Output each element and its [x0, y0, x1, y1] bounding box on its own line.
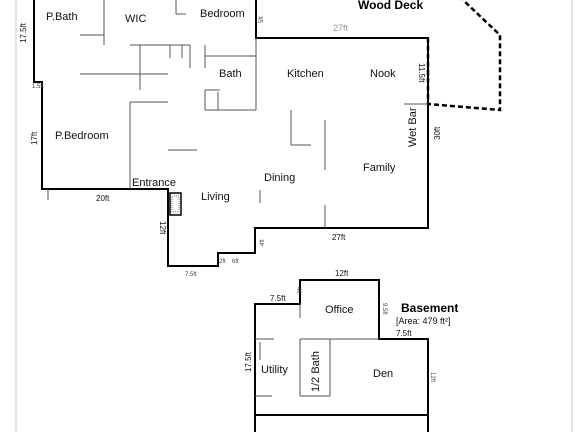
- dim-deck-width: 27ft: [333, 23, 349, 33]
- room-label-wic: WIC: [125, 13, 146, 25]
- room-label-bath: Bath: [219, 68, 242, 80]
- dim-right-side: 30ft: [433, 126, 442, 140]
- dim-living-left: 12ft: [158, 221, 167, 235]
- room-label-living: Living: [201, 191, 230, 203]
- dim-left-top: 17.5ft: [19, 22, 28, 43]
- dim-left-small: 1.5ft: [32, 84, 44, 90]
- dim-base-top-left: 7.5ft: [270, 294, 286, 303]
- room-label-wood-deck: Wood Deck: [358, 0, 423, 12]
- room-label-p-bath: P.Bath: [46, 11, 78, 23]
- dim-bottom-step1: 7.5ft: [185, 272, 197, 278]
- room-label-entrance: Entrance: [132, 177, 176, 189]
- room-label-wet-bar: Wet Bar: [407, 107, 419, 147]
- room-label-p-bedroom: P.Bedroom: [55, 130, 109, 142]
- room-label-family: Family: [363, 162, 396, 174]
- dim-base-top: 12ft: [335, 269, 349, 278]
- dim-base-right-lower: 12ft: [429, 372, 435, 382]
- room-label-utility: Utility: [261, 364, 288, 376]
- dim-bottom-left: 20ft: [96, 194, 110, 203]
- room-label-half-bath: 1/2 Bath: [310, 351, 322, 392]
- basement-interior-walls: [255, 304, 379, 397]
- basement-outer-wall: [254, 279, 429, 432]
- room-label-bedroom: Bedroom: [200, 8, 245, 20]
- dim-bedroom-side: 5ft: [259, 16, 265, 23]
- dim-step: 4ft: [260, 239, 266, 246]
- room-label-kitchen: Kitchen: [287, 68, 324, 80]
- wood-deck-outline: [426, 0, 502, 112]
- dim-tiny-mark: 2ft: [219, 259, 226, 265]
- dim-base-left: 17.5ft: [244, 351, 253, 372]
- dim-base-right-upper: 9.5ft: [381, 303, 387, 315]
- fireplace-inner-icon: [171, 195, 180, 213]
- fireplace-icon: [169, 192, 182, 216]
- dim-base-notch: 4ft: [295, 287, 301, 294]
- room-label-dining: Dining: [264, 172, 295, 184]
- main-floor-outer-wall: [33, 0, 429, 267]
- basement-area: [Area: 479 ft²]: [396, 316, 451, 326]
- dim-left-mid: 17ft: [30, 131, 39, 145]
- dim-base-right-step: 7.5ft: [396, 329, 412, 338]
- dim-bottom-step2: 6ft: [232, 259, 239, 265]
- room-label-nook: Nook: [370, 68, 396, 80]
- interior-walls: [47, 0, 428, 228]
- room-label-den: Den: [373, 368, 393, 380]
- dim-bottom-main: 27ft: [332, 233, 346, 242]
- dim-nook-right: 11.5ft: [417, 63, 426, 83]
- room-label-office: Office: [325, 304, 354, 316]
- basement-title: Basement: [401, 301, 458, 315]
